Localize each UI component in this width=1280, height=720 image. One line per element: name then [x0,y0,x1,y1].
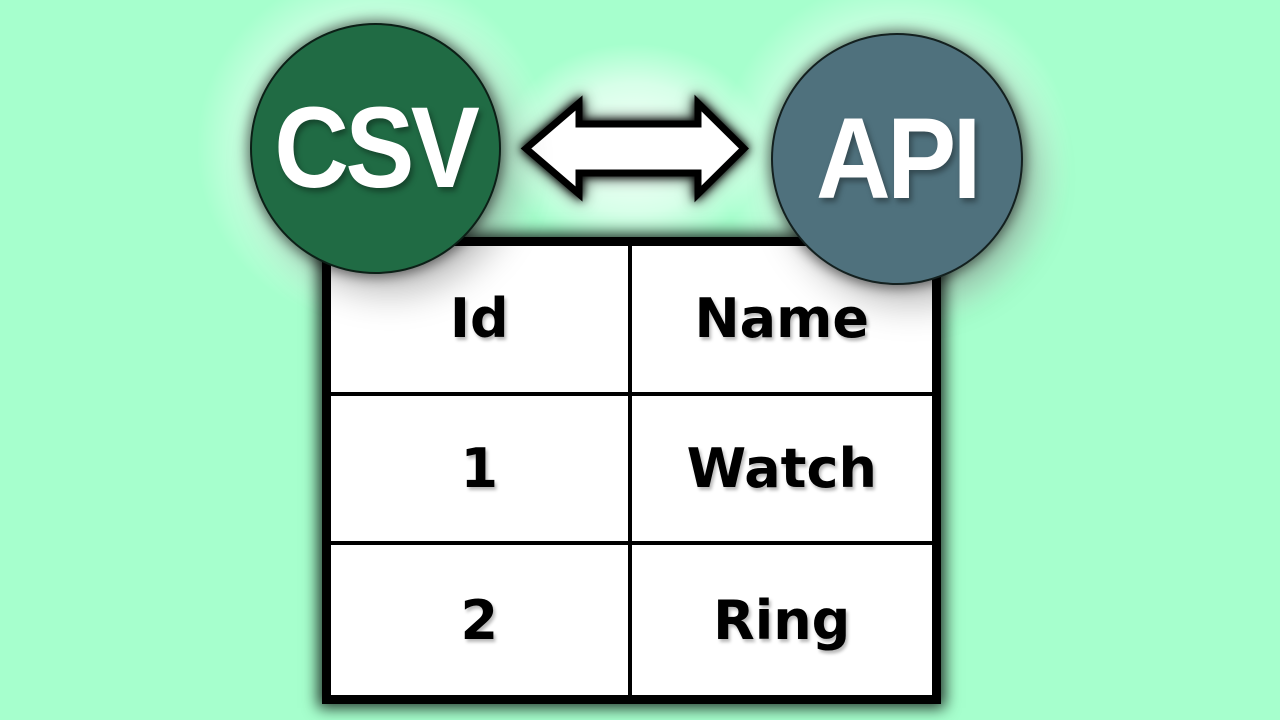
table-header-id: Id [331,246,632,396]
table-cell-row2-name: Ring [713,588,851,652]
table-cell-row1-name: Watch [631,396,932,546]
csv-badge: CSV [250,23,501,274]
data-table: Id Name 1 Watch 2 Ring [322,237,941,704]
api-badge-label: API [816,94,981,223]
double-headed-arrow-shape [520,94,749,203]
api-badge: API [771,33,1023,285]
table-cell-row2-id: 2 [331,545,632,695]
table-cell-row1-id: 1 [331,395,632,546]
double-headed-arrow-icon [520,94,749,203]
csv-badge-label: CSV [274,84,480,212]
table-header-name: Name [631,246,932,396]
